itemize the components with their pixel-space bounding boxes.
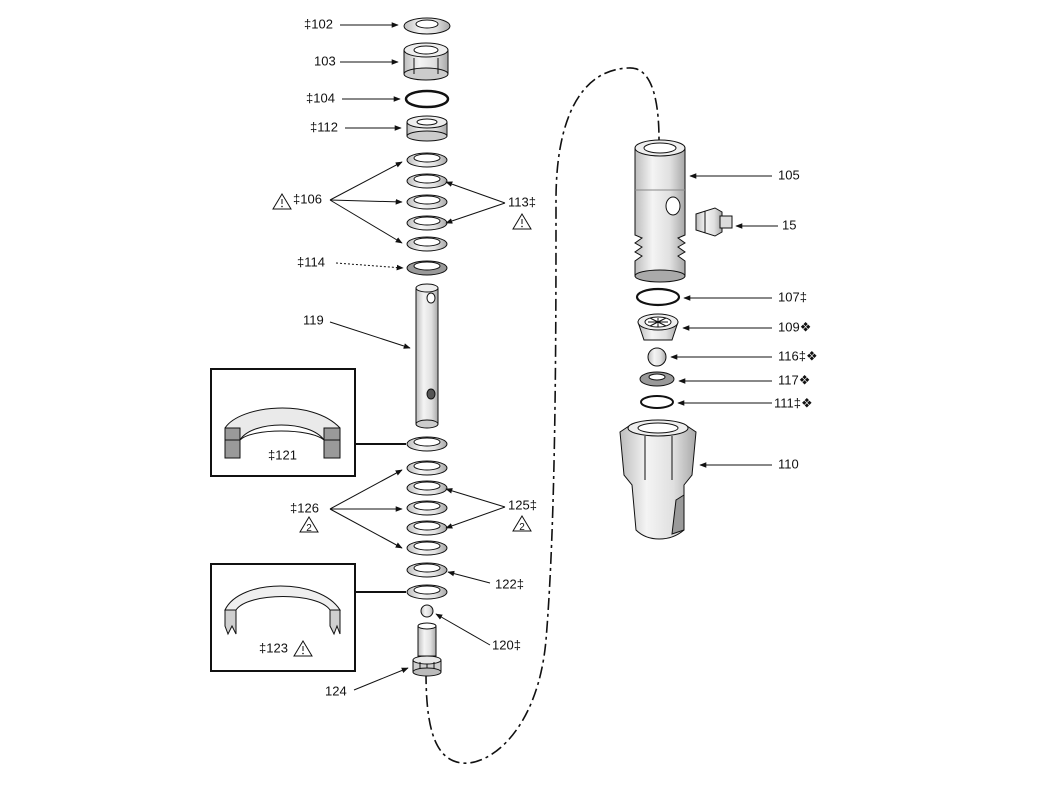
part-120-ball — [420, 604, 434, 618]
label-117: 117❖ — [778, 372, 810, 387]
part-111-o-ring — [640, 395, 674, 409]
label-15: 15 — [782, 217, 796, 232]
label-124: 124 — [325, 683, 347, 698]
upper-packing-stack — [406, 152, 448, 252]
part-121-seal — [406, 436, 448, 452]
assembly-path — [425, 67, 660, 764]
part-104-o-ring — [404, 89, 450, 109]
label-121: ‡121 — [268, 447, 297, 462]
label-113: 113‡ — [508, 194, 536, 209]
label-103: 103 — [314, 53, 336, 68]
warning-125-number: 2 — [519, 522, 525, 533]
part-116-ball — [647, 347, 667, 367]
part-114-gland — [406, 260, 448, 276]
label-120: 120‡ — [492, 637, 521, 652]
warning-126-icon: 2 — [299, 516, 319, 534]
part-105-cylinder — [634, 139, 686, 283]
inset-123-detail — [210, 563, 356, 672]
warning-113-icon — [512, 213, 532, 230]
label-106: ‡106 — [293, 191, 322, 206]
part-119-piston-rod — [415, 283, 439, 429]
part-110-intake-housing — [619, 419, 697, 540]
label-107: 107‡ — [778, 289, 807, 304]
part-112-gland — [406, 115, 448, 142]
part-124-piston-valve — [412, 622, 442, 677]
warning-106-icon — [272, 193, 292, 210]
label-119: 119 — [303, 312, 324, 327]
label-112: ‡112 — [310, 119, 338, 134]
label-116: 116‡❖ — [778, 348, 818, 363]
part-122-gland — [406, 562, 448, 578]
warning-125-icon: 2 — [512, 515, 532, 533]
label-104: ‡104 — [306, 90, 335, 105]
part-102-cap — [403, 17, 451, 35]
label-105: 105 — [778, 167, 800, 182]
label-125: 125‡ — [508, 497, 537, 512]
label-102: ‡102 — [304, 16, 333, 31]
part-15-fitting — [695, 207, 733, 237]
part-107-o-ring — [635, 287, 681, 307]
label-122: 122‡ — [495, 576, 524, 591]
leader-lines — [329, 22, 778, 691]
label-123: ‡123 — [259, 640, 288, 655]
warning-126-number: 2 — [306, 523, 312, 534]
label-114: ‡114 — [297, 254, 325, 269]
part-123-seal — [406, 584, 448, 600]
label-126: ‡126 — [290, 500, 319, 515]
part-103-packing-nut — [403, 42, 449, 81]
part-109-seat-housing — [637, 313, 679, 341]
lower-packing-stack — [406, 460, 448, 556]
label-110: 110 — [778, 456, 799, 471]
inset-121-detail — [210, 368, 356, 477]
warning-123-icon — [293, 640, 313, 657]
part-117-seat — [639, 371, 675, 387]
label-111: 111‡❖ — [774, 395, 813, 410]
label-109: 109❖ — [778, 319, 811, 334]
